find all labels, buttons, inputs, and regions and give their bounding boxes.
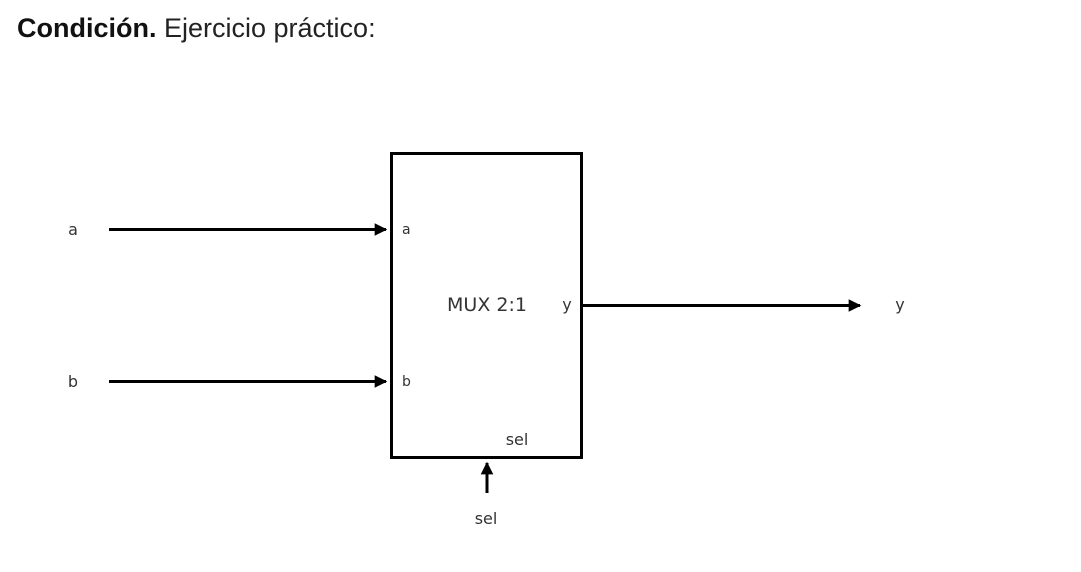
port-a-label: a xyxy=(402,222,411,238)
output-y-label: y xyxy=(895,295,904,314)
select-label: sel xyxy=(475,509,498,528)
exercise-heading: Condición. Ejercicio práctico: xyxy=(17,10,376,46)
input-a-label: a xyxy=(68,220,78,239)
mux-block xyxy=(390,152,583,459)
mux-title: MUX 2:1 xyxy=(447,294,527,316)
condition-label: Condición. xyxy=(17,13,157,43)
input-b-label: b xyxy=(68,372,78,391)
port-sel-label: sel xyxy=(506,430,529,449)
exercise-text: Ejercicio práctico: xyxy=(164,13,376,43)
port-y-label: y xyxy=(562,295,571,314)
port-b-label: b xyxy=(402,374,411,390)
